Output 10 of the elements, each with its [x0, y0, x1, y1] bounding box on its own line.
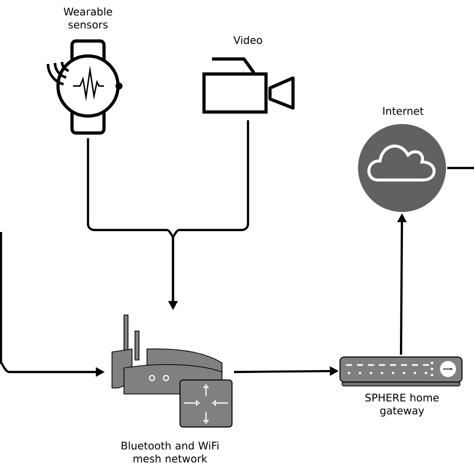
router-icon [112, 314, 232, 428]
node-label: Internet [383, 107, 424, 115]
video-camera-icon [202, 57, 295, 114]
cloud-icon [358, 124, 446, 212]
watch-icon [46, 39, 122, 135]
node-label: SPHERE home gateway [365, 393, 439, 417]
gateway-icon [340, 356, 462, 386]
node-label: Wearable sensors [64, 7, 112, 28]
node-label: Video [233, 36, 262, 44]
node-label: Bluetooth and WiFi mesh network [122, 442, 218, 463]
